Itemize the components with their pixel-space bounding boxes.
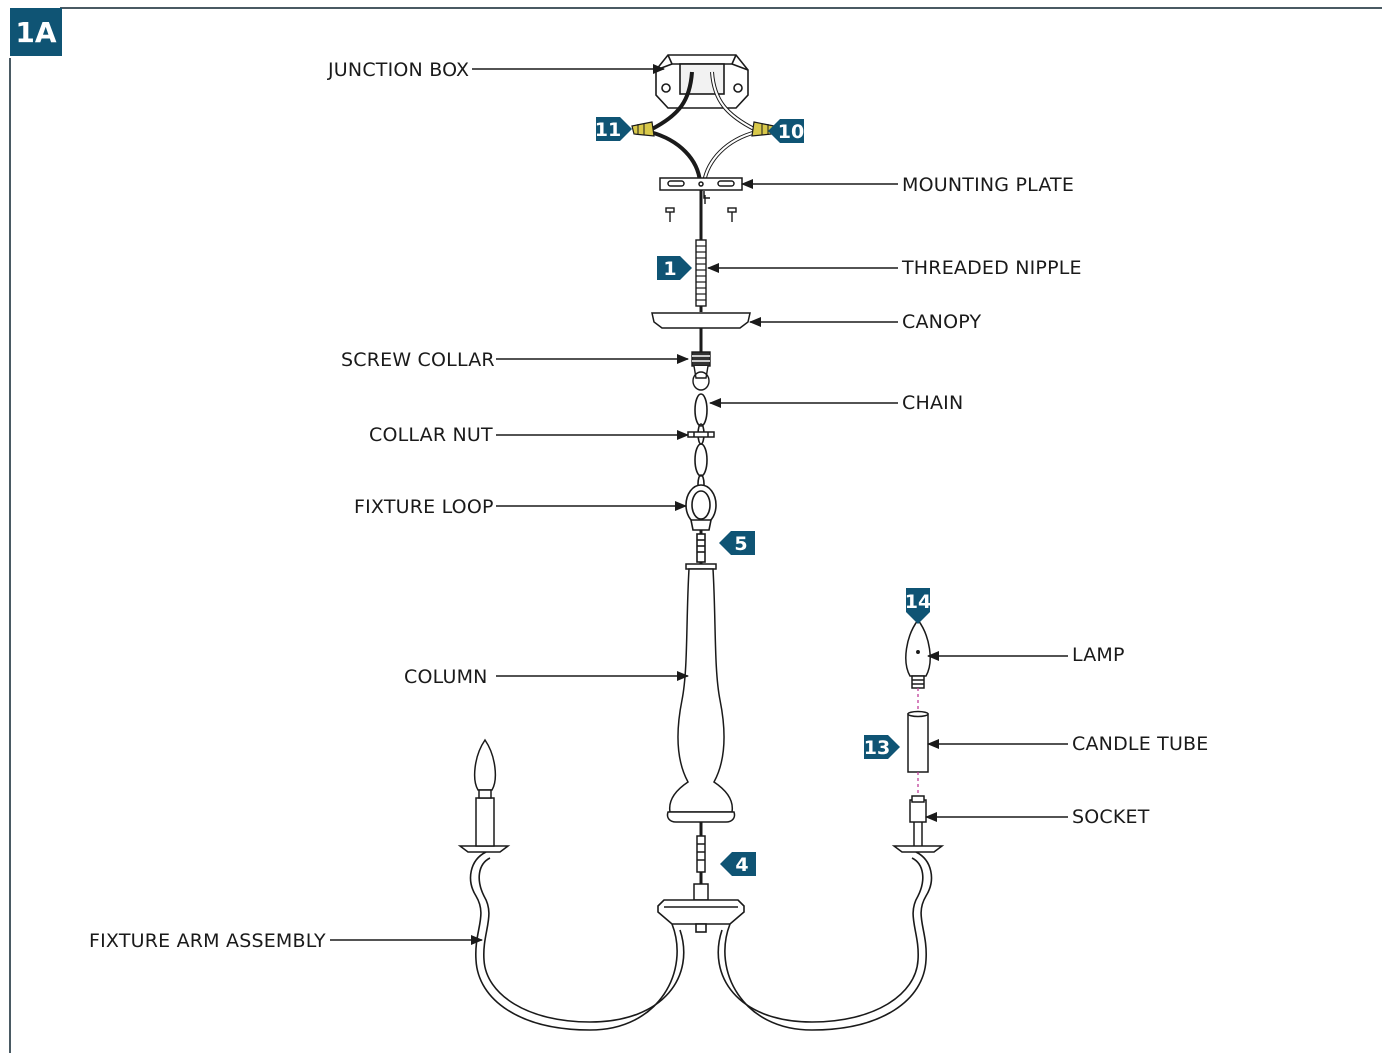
figure-frame: [9, 7, 1382, 1053]
svg-text:5: 5: [734, 533, 747, 555]
step-badge-5: 5: [719, 531, 755, 555]
label-fixture-loop: FIXTURE LOOP: [354, 496, 494, 518]
left-candle: [457, 738, 511, 853]
label-column: COLUMN: [404, 666, 488, 688]
step-badge-14: 14: [905, 588, 931, 624]
collar-nut: [687, 431, 715, 438]
step-badge-11: 11: [595, 117, 632, 141]
screw-collar: [691, 351, 711, 391]
chain: [694, 393, 708, 494]
label-lamp: LAMP: [1072, 644, 1125, 666]
house-wires: [649, 71, 757, 183]
wire-connector-black: [631, 121, 655, 137]
figure-id-text: 1A: [15, 16, 56, 49]
figure-id-badge: 1A: [10, 8, 62, 56]
label-collar-nut: COLLAR NUT: [369, 424, 493, 446]
svg-text:14: 14: [905, 591, 931, 613]
column: [666, 563, 736, 901]
fixture-arm-assembly: [469, 851, 933, 1031]
svg-text:13: 13: [864, 737, 890, 759]
step-badge-13: 13: [864, 735, 900, 759]
lamp: [905, 618, 931, 689]
svg-text:1: 1: [663, 258, 676, 280]
label-candle-tube: CANDLE TUBE: [1072, 733, 1209, 755]
label-chain: CHAIN: [902, 392, 964, 414]
mounting-screws: [665, 195, 737, 222]
svg-text:10: 10: [778, 121, 804, 143]
junction-box: [655, 54, 749, 109]
right-candle-cup: [891, 822, 945, 853]
label-screw-collar: SCREW COLLAR: [341, 349, 495, 371]
step-badge-1: 1: [657, 256, 692, 280]
label-socket: SOCKET: [1072, 806, 1150, 828]
canopy: [651, 312, 751, 352]
leader-lines: [330, 64, 1068, 945]
label-threaded-nipple: THREADED NIPPLE: [902, 257, 1082, 279]
socket: [909, 795, 927, 823]
label-fixture-arm-assembly: FIXTURE ARM ASSEMBLY: [89, 930, 326, 952]
candle-tube: [907, 710, 929, 773]
label-canopy: CANOPY: [902, 311, 982, 333]
threaded-nipple: [695, 190, 707, 312]
label-mounting-plate: MOUNTING PLATE: [902, 174, 1075, 196]
step-badge-10: 10: [768, 119, 804, 143]
svg-text:4: 4: [735, 854, 748, 876]
svg-text:11: 11: [595, 119, 621, 141]
label-junction-box: JUNCTION BOX: [328, 59, 470, 81]
step-badge-4: 4: [720, 852, 756, 876]
fixture-loop: [685, 484, 717, 566]
